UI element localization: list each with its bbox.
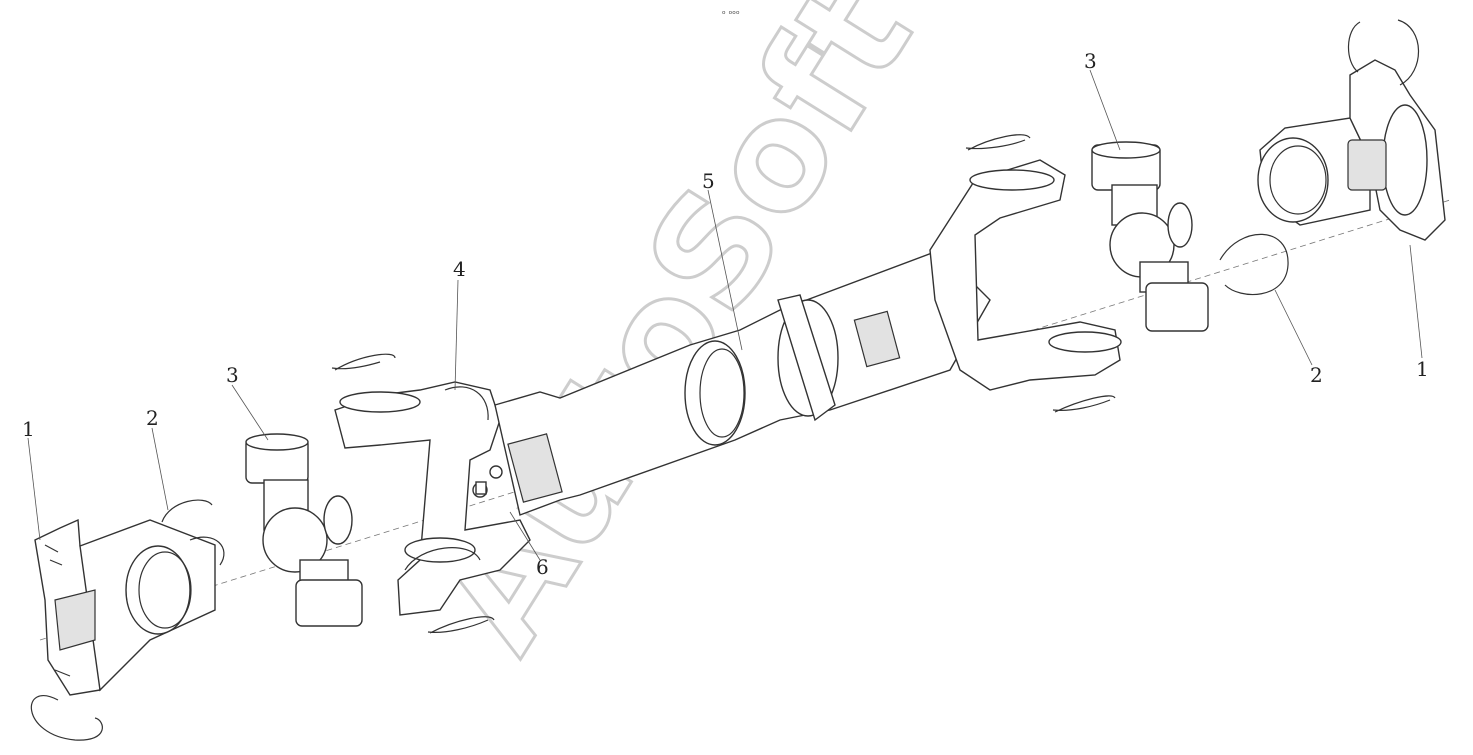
left-snap-rings <box>30 499 225 741</box>
slip-yoke-snap-ring <box>427 616 495 634</box>
weld-yoke-snap-ring-top <box>965 134 1031 151</box>
right-top-snap-ring <box>1347 19 1420 86</box>
weld-yoke-snap-ring-bottom <box>1052 395 1116 413</box>
left-cross-snap-ring <box>331 353 396 371</box>
callout-2-right: 2 <box>1310 363 1323 387</box>
callout-3-right: 3 <box>1084 49 1097 73</box>
callout-1-right: 1 <box>1416 357 1429 381</box>
left-flange-yoke <box>34 518 216 696</box>
callout-3-left: 3 <box>226 363 239 387</box>
callout-5: 5 <box>702 169 715 193</box>
leader-lines <box>27 69 1423 561</box>
callout-1-left: 1 <box>22 417 35 441</box>
callout-4: 4 <box>453 257 466 281</box>
left-universal-joint-cross <box>245 433 363 627</box>
right-universal-joint-cross <box>1091 141 1209 332</box>
weld-yoke <box>929 159 1122 391</box>
right-flange-yoke <box>1257 59 1446 241</box>
shaft-axis-line <box>39 199 1451 641</box>
grease-fitting <box>472 465 503 498</box>
callout-2-left: 2 <box>146 406 159 430</box>
right-snap-ring <box>1219 233 1289 296</box>
top-mark: ₒ ₒₒₒ <box>722 7 740 17</box>
callout-6: 6 <box>536 555 549 579</box>
slip-yoke <box>334 381 531 616</box>
